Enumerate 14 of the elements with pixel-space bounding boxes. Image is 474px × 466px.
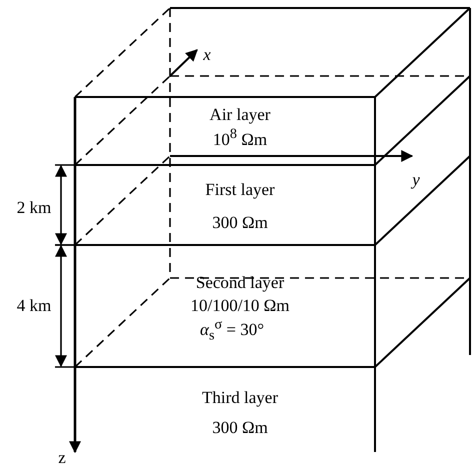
layer-name: Second layer	[196, 273, 284, 293]
layer-name: First layer	[205, 180, 275, 200]
dimension-label: 2 km	[16, 198, 52, 218]
resistivity-value: 10$^{8}$ Ωm	[212, 125, 268, 150]
axis-label: x	[203, 45, 211, 65]
layer-name: Third layer	[202, 388, 278, 408]
dimension-label: 4 km	[16, 296, 52, 316]
resistivity-value: 10/100/10 Ωm	[190, 296, 290, 316]
axis-label: y	[412, 170, 420, 190]
angle-value: α$_{s}$$^{σ}$ = 30°	[200, 315, 264, 346]
layer-name: Air layer	[210, 105, 270, 125]
resistivity-value: 300 Ωm	[212, 418, 268, 438]
resistivity-value: 300 Ωm	[212, 213, 268, 233]
axis-label: z	[58, 448, 66, 466]
